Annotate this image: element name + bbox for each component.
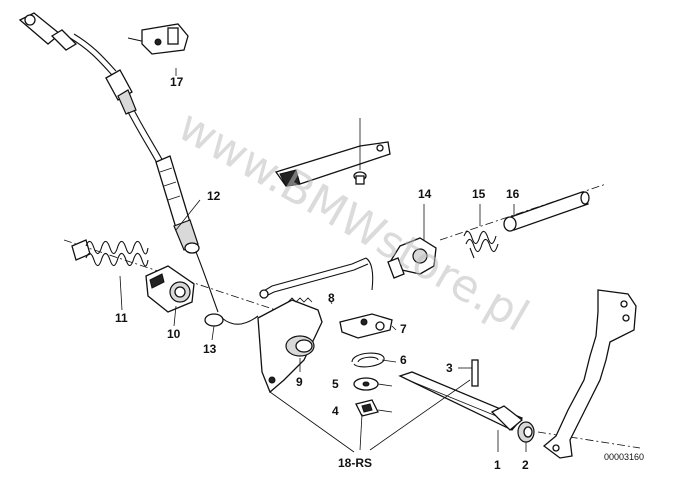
callout-16: 16: [506, 187, 520, 201]
bell-crank[interactable]: [387, 204, 437, 279]
cable-holder[interactable]: [145, 265, 195, 313]
callout-5: 5: [332, 377, 339, 391]
pedal-bracket[interactable]: [537, 289, 641, 459]
cable-bracket[interactable]: [127, 23, 189, 55]
callout-2: 2: [522, 458, 529, 472]
callout-9: 9: [296, 375, 303, 389]
callout-leaders: [119, 68, 471, 453]
image-code: 00003160: [604, 452, 644, 462]
bushing[interactable]: [355, 399, 379, 417]
watermark-text: www.BMWstore.pl: [170, 100, 538, 342]
washer[interactable]: [353, 377, 379, 391]
connecting-rod[interactable]: [259, 257, 374, 299]
throttle-shaft[interactable]: [398, 371, 524, 452]
callout-10: 10: [167, 327, 181, 341]
lock-nut[interactable]: [517, 421, 535, 452]
throttle-cable[interactable]: [18, 12, 219, 313]
callout-18-rs: 18-RS: [338, 456, 372, 470]
bellcrank-spring[interactable]: [463, 204, 499, 259]
callout-7: 7: [400, 322, 407, 336]
pivot-pin[interactable]: [439, 183, 607, 241]
callout-11: 11: [115, 311, 128, 325]
callout-13: 13: [203, 342, 217, 356]
mounting-plate[interactable]: [274, 118, 391, 187]
callout-8: 8: [328, 291, 335, 305]
callout-6: 6: [400, 353, 407, 367]
dowel-pin[interactable]: [458, 359, 479, 387]
callout-15: 15: [472, 187, 486, 201]
circlip[interactable]: [351, 352, 385, 368]
callout-1: 1: [494, 458, 501, 472]
callout-12: 12: [207, 189, 221, 203]
callout-3: 3: [446, 361, 453, 375]
cam-disc[interactable]: [339, 313, 393, 339]
callout-17: 17: [170, 75, 184, 89]
throttle-lever[interactable]: [257, 297, 323, 394]
callout-14: 14: [418, 187, 432, 201]
callout-4: 4: [332, 404, 339, 418]
cable-clip[interactable]: [204, 313, 259, 327]
